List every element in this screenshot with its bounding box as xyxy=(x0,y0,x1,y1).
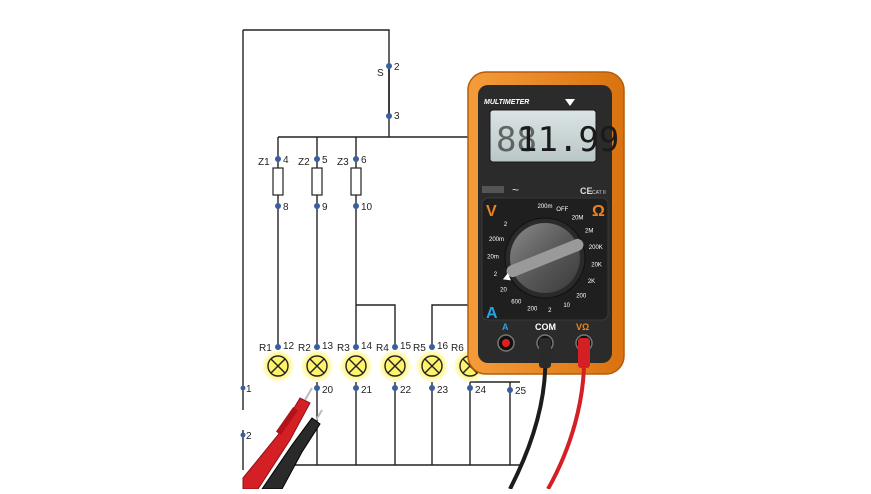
dial-label: 2K xyxy=(588,279,595,285)
lamp-label: R5 xyxy=(413,343,426,354)
node-label: 5 xyxy=(322,155,328,166)
node-label: 16 xyxy=(437,341,449,352)
node-label: 12 xyxy=(283,341,295,352)
node xyxy=(353,344,359,350)
fuse-label: Z2 xyxy=(298,157,310,168)
node xyxy=(429,385,435,391)
node-label: 25 xyxy=(515,386,527,397)
dial-label: 20M xyxy=(572,216,584,222)
fuse-z2[interactable]: Z2 5 9 xyxy=(298,155,328,213)
dial-label: 2M xyxy=(585,229,593,235)
node-label: 23 xyxy=(437,385,449,396)
dial-label: 2 xyxy=(548,308,552,314)
dial-label: 2 xyxy=(494,272,498,278)
node xyxy=(392,385,398,391)
dial-label: 2 xyxy=(504,222,508,228)
com-jack-label: COM xyxy=(535,322,556,332)
lamp-cross xyxy=(309,358,325,374)
lamp-label: R6 xyxy=(451,343,464,354)
probe-leads xyxy=(508,338,590,490)
fuse-z1[interactable]: Z1 4 8 xyxy=(258,155,289,213)
fuse-label: Z3 xyxy=(337,157,349,168)
triangle-indicator-icon xyxy=(565,99,575,106)
ce-mark: CE xyxy=(580,186,593,196)
dial-label: 20m xyxy=(487,254,499,260)
node-label: 15 xyxy=(400,341,412,352)
hold-indicator-icon xyxy=(482,186,504,193)
lamp-cross xyxy=(424,358,440,374)
node-label: 2 xyxy=(394,62,400,73)
node-label: 2 xyxy=(246,431,252,442)
lamp-r5[interactable]: R5 16 23 xyxy=(413,341,449,396)
node-label: 3 xyxy=(394,111,400,122)
lcd-ghost-digits: 88 xyxy=(496,120,537,160)
lamp-r3[interactable]: R3 14 21 xyxy=(337,341,373,396)
node xyxy=(314,385,320,391)
cat-mark: CAT II xyxy=(592,190,606,196)
dial-label: OFF xyxy=(556,207,568,213)
dial-label: 200 xyxy=(527,306,538,312)
lamp-label: R4 xyxy=(376,343,389,354)
lamp-label: R1 xyxy=(259,343,272,354)
fuse-label: Z1 xyxy=(258,157,270,168)
node xyxy=(467,385,473,391)
dial-label: 200K xyxy=(589,245,603,251)
amp-symbol: A xyxy=(486,305,498,322)
switch-s[interactable]: S 2 3 xyxy=(377,62,400,122)
dial-label: 200m xyxy=(537,204,552,210)
node-label: 14 xyxy=(361,341,373,352)
extra-nodes: 1 2 25 xyxy=(240,384,527,442)
lamp-label: R3 xyxy=(337,343,350,354)
dial-label: 200m xyxy=(489,237,504,243)
multimeter-brand: MULTIMETER xyxy=(484,99,529,106)
dial-label: 10 xyxy=(563,303,570,309)
lamp-label: R2 xyxy=(298,343,311,354)
lamp-cross xyxy=(387,358,403,374)
lcd-reading: 11.99 xyxy=(517,120,619,160)
node-label: 10 xyxy=(361,202,373,213)
volt-jack-label: VΩ xyxy=(576,322,589,332)
dial-label: 600 xyxy=(511,299,522,305)
node-label: 4 xyxy=(283,155,289,166)
node-label: 1 xyxy=(246,384,252,395)
node-label: 8 xyxy=(283,202,289,213)
node-label: 13 xyxy=(322,341,334,352)
fuse-z3[interactable]: Z3 6 10 xyxy=(337,155,373,213)
node-label: 21 xyxy=(361,385,373,396)
node xyxy=(392,344,398,350)
lcd-display: 88 11.99 xyxy=(489,109,619,163)
node-label: 6 xyxy=(361,155,367,166)
amp-jack-label: A xyxy=(502,322,509,332)
dial-label: 200 xyxy=(576,293,587,299)
dial-label: 20K xyxy=(591,262,602,268)
switch-label: S xyxy=(377,68,384,79)
ohm-symbol: Ω xyxy=(592,203,605,220)
range-selector-knob[interactable] xyxy=(501,217,586,299)
lamp-cross xyxy=(270,358,286,374)
multimeter[interactable]: MULTIMETER 88 11.99 ~ CE CAT II V Ω A 20… xyxy=(467,71,625,375)
lamp-r2[interactable]: R2 13 20 xyxy=(298,341,334,396)
ac-symbol: ~ xyxy=(512,183,519,197)
node-label: 9 xyxy=(322,202,328,213)
node xyxy=(353,385,359,391)
node xyxy=(314,344,320,350)
lamp-r4[interactable]: R4 15 22 xyxy=(376,341,412,396)
lamp-r1[interactable]: R1 12 xyxy=(259,341,295,383)
node-label: 20 xyxy=(322,385,334,396)
dial-label: 20 xyxy=(500,287,507,293)
lamp-cross xyxy=(348,358,364,374)
node-label: 22 xyxy=(400,385,412,396)
node-label: 24 xyxy=(475,385,487,396)
node xyxy=(275,344,281,350)
node xyxy=(429,344,435,350)
voltage-symbol: V xyxy=(486,203,497,220)
